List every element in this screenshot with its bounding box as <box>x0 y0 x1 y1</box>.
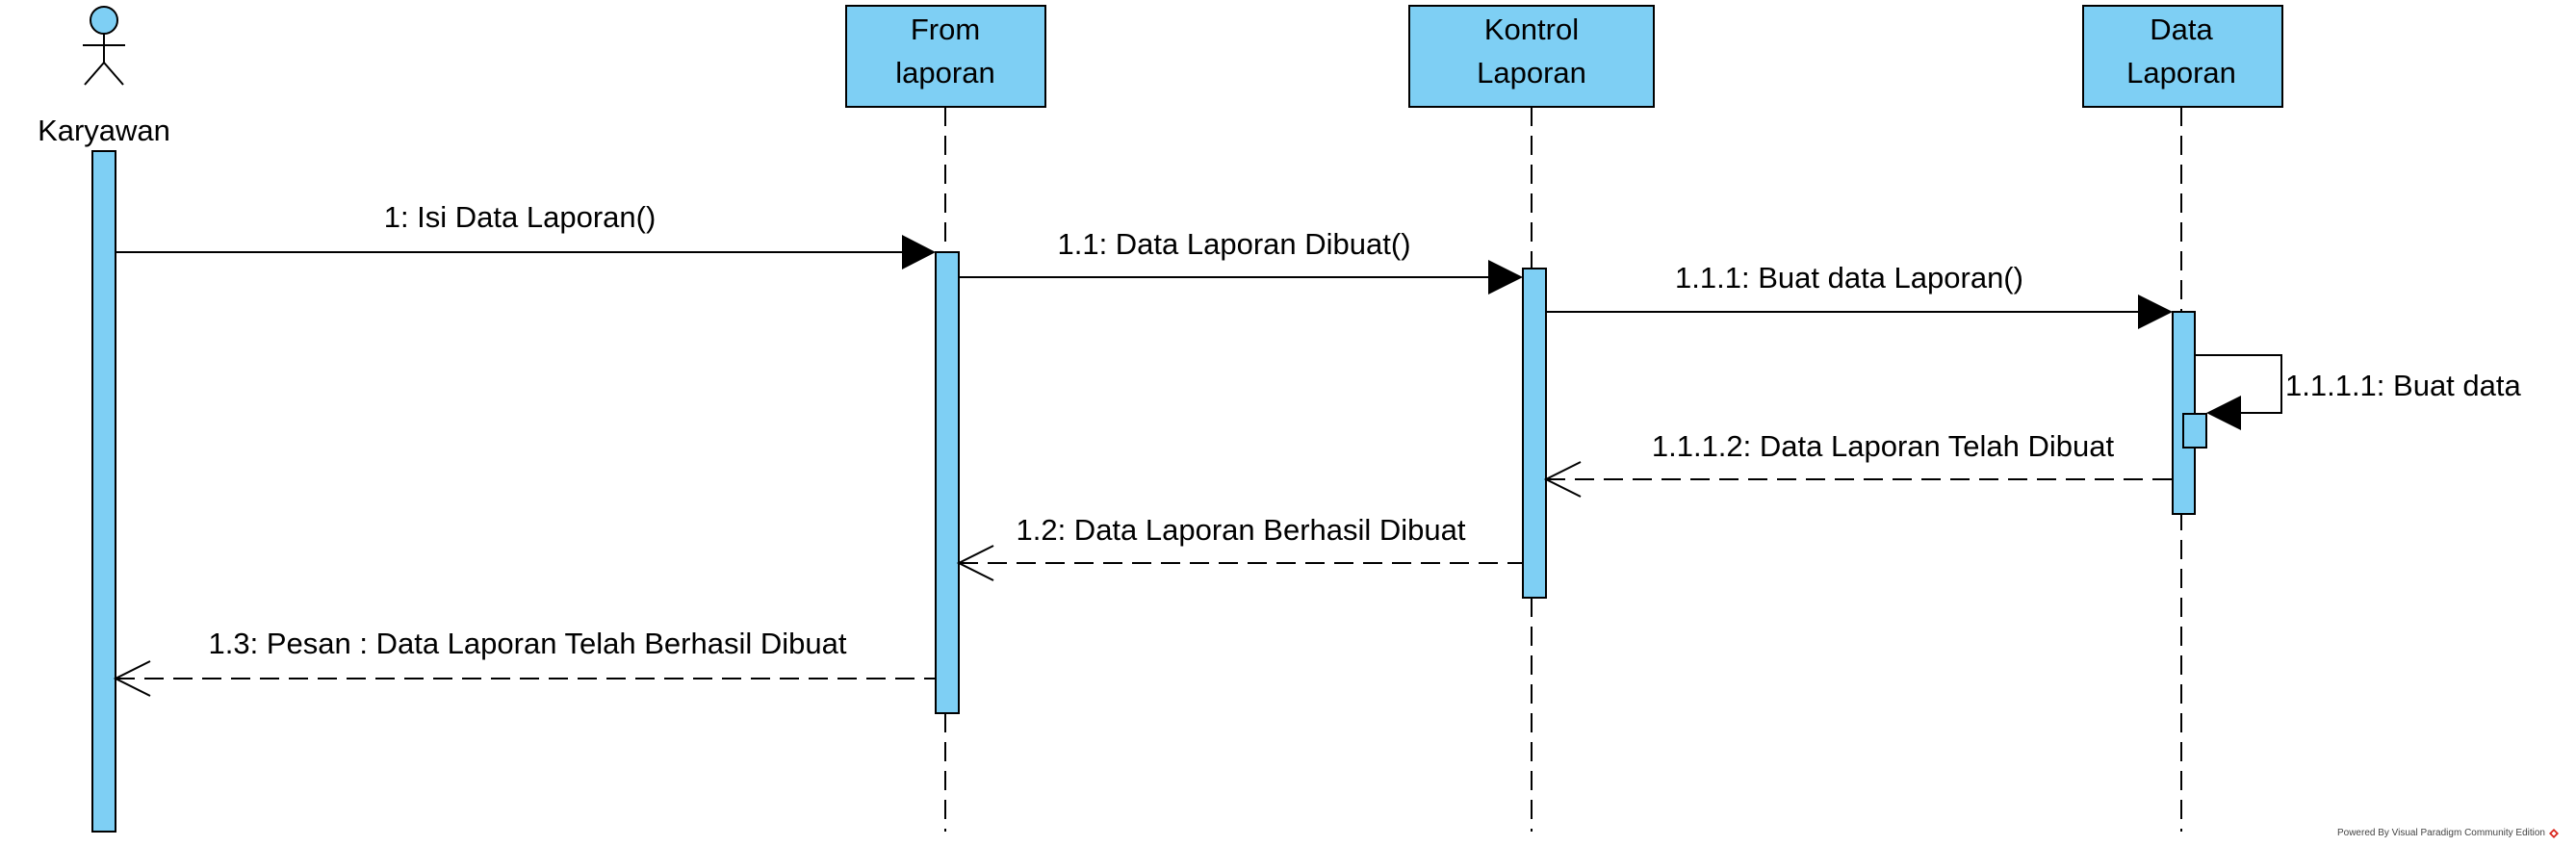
filled-arrowhead-icon <box>1488 260 1523 295</box>
lifeline-title-line1: From <box>911 13 980 46</box>
open-arrowhead-icon <box>956 545 994 581</box>
message-1-1-1-2[interactable]: 1.1.1.2: Data Laporan Telah Dibuat <box>1543 429 2173 498</box>
lifeline-data-laporan[interactable]: Data Laporan <box>2082 5 2283 108</box>
actor-left-leg <box>84 62 105 86</box>
message-1-1-1[interactable]: 1.1.1: Buat data Laporan() <box>1546 261 2173 329</box>
activation-from-laporan <box>935 251 960 714</box>
lifeline-title-line2: laporan <box>895 56 994 90</box>
activation-karyawan <box>91 150 116 833</box>
watermark: Powered By Visual Paradigm Community Edi… <box>2337 828 2559 838</box>
message-label: 1: Isi Data Laporan() <box>384 200 657 234</box>
lifeline-header-from-laporan <box>845 5 1046 108</box>
lifeline-title-line1: Kontrol <box>1484 13 1579 46</box>
self-call-line <box>2195 354 2282 414</box>
message-label: 1.2: Data Laporan Berhasil Dibuat <box>1016 513 1465 547</box>
message-1-1-1-1[interactable]: 1.1.1.1: Buat data <box>2195 354 2522 430</box>
actor-right-leg <box>103 62 124 86</box>
activation-self-call <box>2182 413 2207 449</box>
message-label: 1.1.1.1: Buat data <box>2285 369 2522 402</box>
message-1-2[interactable]: 1.2: Data Laporan Berhasil Dibuat <box>956 513 1523 581</box>
lifeline-kontrol-laporan[interactable]: Kontrol Laporan <box>1408 5 1655 108</box>
watermark-text: Powered By Visual Paradigm Community Edi… <box>2336 828 2545 838</box>
message-label: 1.1.1: Buat data Laporan() <box>1675 261 2023 295</box>
lifeline-title-line2: Laporan <box>1477 56 1586 90</box>
lifeline-title-line2: Laporan <box>2126 56 2236 90</box>
open-arrowhead-icon <box>113 660 151 697</box>
lifeline-from-laporan[interactable]: From laporan <box>845 5 1046 108</box>
filled-arrowhead-icon <box>2206 396 2241 430</box>
actor-head <box>90 6 118 35</box>
message-label: 1.3: Pesan : Data Laporan Telah Berhasil… <box>209 627 847 660</box>
lifeline-header-data-laporan <box>2082 5 2283 108</box>
filled-arrowhead-icon <box>2138 295 2173 329</box>
actor-label: Karyawan <box>38 114 170 147</box>
activation-kontrol-laporan <box>1522 268 1547 599</box>
open-arrowhead-icon <box>1543 461 1582 498</box>
lifeline-title-line1: Data <box>2150 13 2213 46</box>
message-1-1[interactable]: 1.1: Data Laporan Dibuat() <box>959 227 1523 295</box>
message-label: 1.1: Data Laporan Dibuat() <box>1057 227 1410 261</box>
message-label: 1.1.1.2: Data Laporan Telah Dibuat <box>1652 429 2115 463</box>
actor-karyawan[interactable]: Karyawan <box>38 6 170 147</box>
visual-paradigm-logo-icon <box>2549 828 2559 838</box>
message-1[interactable]: 1: Isi Data Laporan() <box>116 200 936 269</box>
message-1-3[interactable]: 1.3: Pesan : Data Laporan Telah Berhasil… <box>113 627 936 697</box>
filled-arrowhead-icon <box>902 235 936 269</box>
